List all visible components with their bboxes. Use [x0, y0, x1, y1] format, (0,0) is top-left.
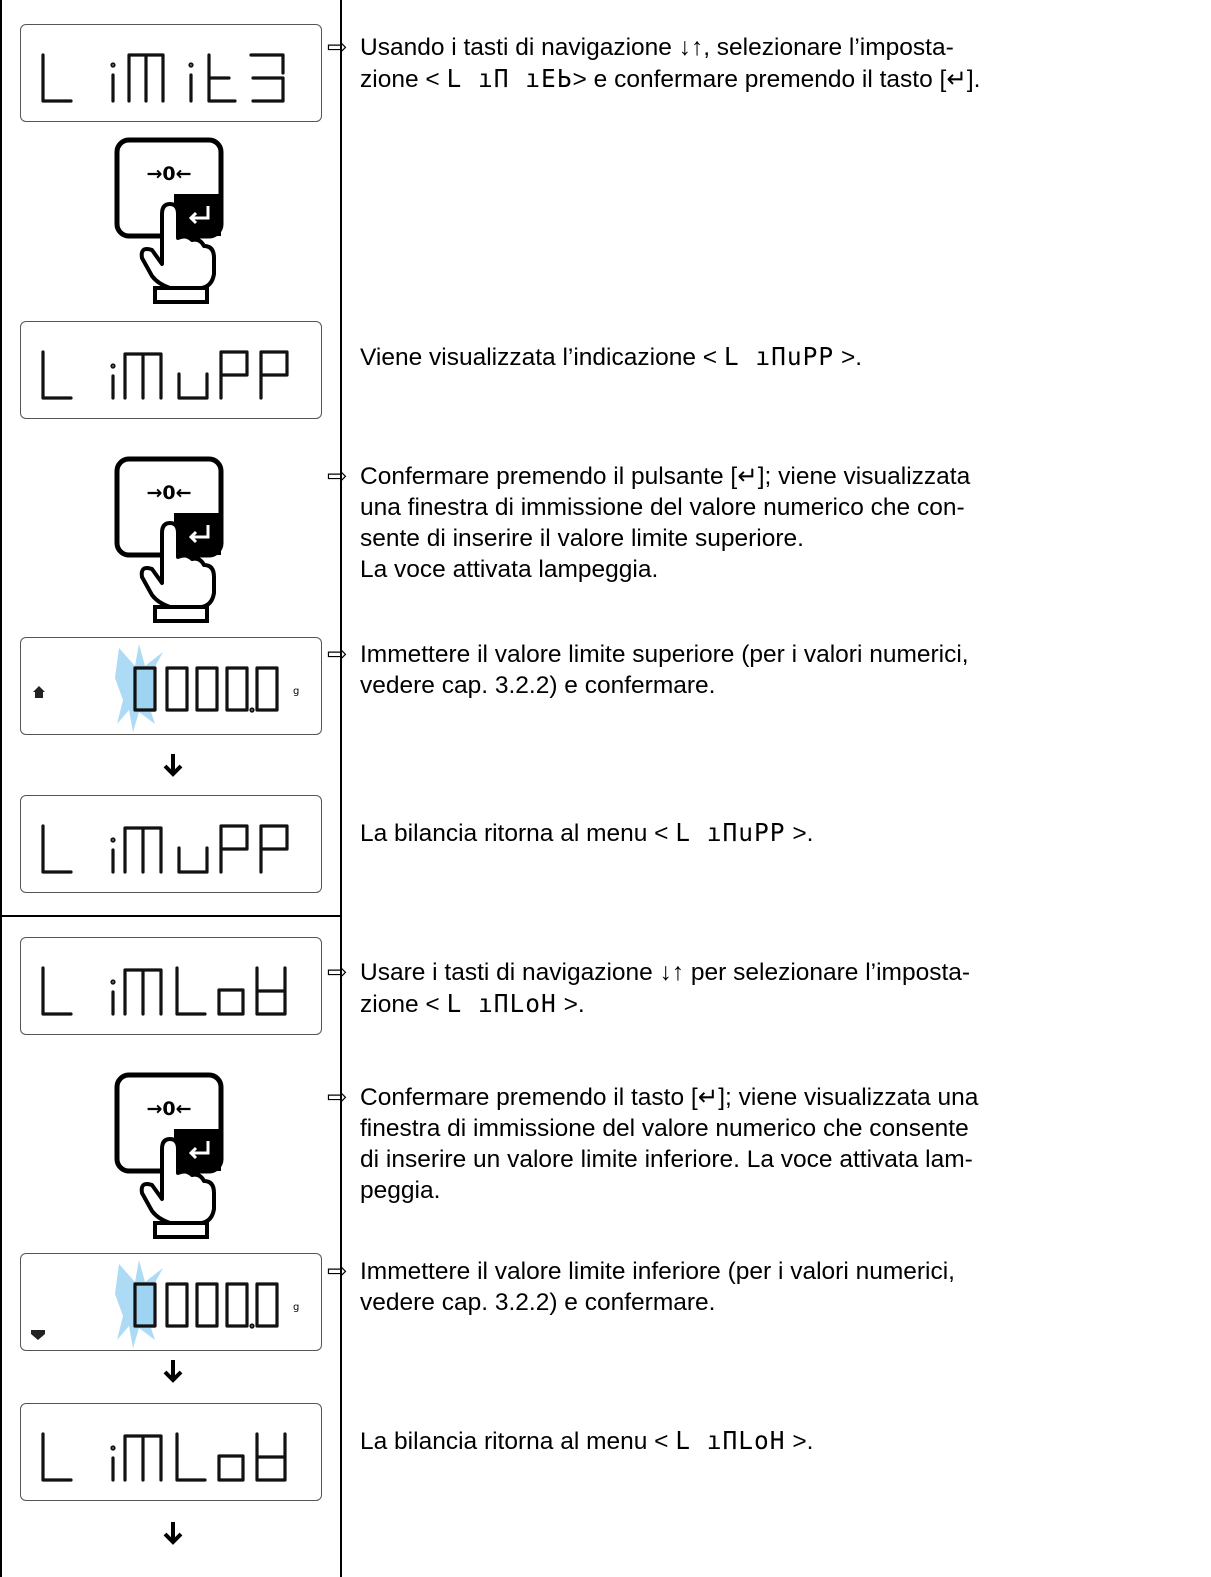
- upper-limit-icon: [33, 686, 45, 698]
- step-confirm-upper: ⇨ Confermare premendo il pulsante [↵]; v…: [327, 463, 971, 583]
- lcd-display-limlow-return: [20, 1403, 322, 1501]
- step-return-limlow: La bilancia ritorna al menu < L ıΠLoH >.: [360, 1426, 814, 1455]
- zero-key-label: →0←: [146, 1098, 191, 1120]
- table-row-divider: [0, 915, 342, 917]
- bullet-arrow-icon: ⇨: [327, 959, 348, 986]
- bullet-arrow-icon: ⇨: [327, 1258, 348, 1285]
- step-enter-lower: ⇨ Immettere il valore limite inferiore (…: [327, 1258, 955, 1316]
- pointing-finger-icon: →0←: [114, 137, 224, 304]
- pointing-finger-icon: →0←: [114, 456, 224, 623]
- table-left-border: [0, 0, 2, 1577]
- step-return-limupp: La bilancia ritorna al menu < L ıΠuPP >.: [360, 818, 814, 847]
- zero-key-label: →0←: [146, 163, 191, 185]
- lcd-display-limupp-return: [20, 795, 322, 893]
- lcd-display-limlow: [20, 937, 322, 1035]
- step-select-limits: ⇨ Usando i tasti di navigazione ↓↑, sele…: [327, 34, 981, 93]
- table-column-divider: [340, 0, 342, 1577]
- zero-key-label: →0←: [146, 482, 191, 504]
- step-confirm-lower: ⇨ Confermare premendo il tasto [↵]; vien…: [327, 1084, 979, 1204]
- down-arrow-icon: [163, 1360, 183, 1383]
- down-arrow-icon: [163, 1522, 183, 1545]
- bullet-arrow-icon: ⇨: [327, 463, 348, 490]
- lcd-display-limupp: [20, 321, 322, 419]
- step-select-limlow: ⇨ Usare i tasti di navigazione ↓↑ per se…: [327, 959, 971, 1018]
- step-enter-upper: ⇨ Immettere il valore limite superiore (…: [327, 641, 969, 699]
- pointing-finger-icon: →0←: [114, 1072, 224, 1239]
- unit-label: g: [293, 1302, 299, 1313]
- lcd-display-limits: [20, 24, 322, 122]
- lcd-numeric-upper: g: [20, 637, 322, 735]
- bullet-arrow-icon: ⇨: [327, 641, 348, 668]
- unit-label: g: [293, 686, 299, 697]
- down-arrow-icon: [163, 754, 183, 777]
- lcd-numeric-lower: g: [20, 1253, 322, 1351]
- lower-limit-icon: [31, 1330, 45, 1340]
- step-show-limupp: Viene visualizzata l’indicazione < L ıΠu…: [360, 342, 863, 371]
- bullet-arrow-icon: ⇨: [327, 1084, 348, 1111]
- bullet-arrow-icon: ⇨: [327, 34, 348, 61]
